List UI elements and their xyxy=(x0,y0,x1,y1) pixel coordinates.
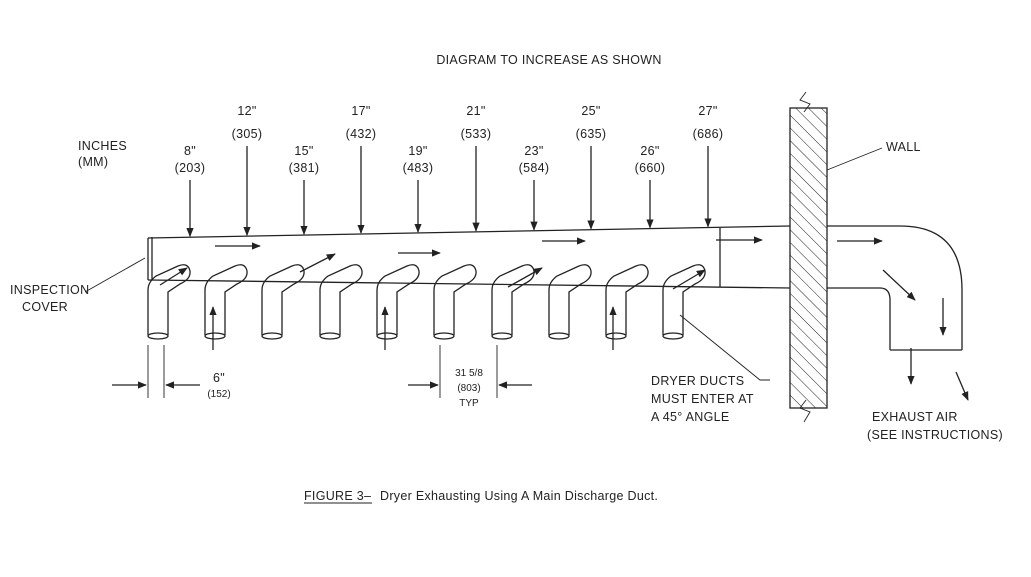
dryer-inlet-duct xyxy=(548,264,592,335)
flow-arrow xyxy=(299,253,336,273)
flow-arrow xyxy=(507,267,543,288)
dryer-inlet-duct xyxy=(319,264,363,335)
diameter-inches-label: 8" xyxy=(184,144,196,158)
figure-caption-text: Dryer Exhausting Using A Main Discharge … xyxy=(380,489,658,503)
diameter-mm-label: (635) xyxy=(576,127,607,141)
diameter-inches-label: 21" xyxy=(466,104,485,118)
inspection-label-1: INSPECTION xyxy=(10,283,89,297)
main-discharge-duct xyxy=(147,225,791,289)
dryer-inlet-duct xyxy=(605,264,649,335)
exhaust-label-1: EXHAUST AIR xyxy=(872,410,958,424)
diameter-labels: 8" (203) 12" (305) 15" (381) 17" (432) 19" (483) 2… xyxy=(175,104,724,175)
spacing-note: TYP xyxy=(459,398,479,409)
exhaust-label-2: (SEE INSTRUCTIONS) xyxy=(867,428,1003,442)
diameter-mm-label: (686) xyxy=(693,127,724,141)
dryer-inlet-duct xyxy=(204,264,248,335)
dryer-inlet-duct xyxy=(662,264,706,335)
duct-opening xyxy=(662,332,684,340)
dryer-inlet-duct xyxy=(433,264,477,335)
wall-label: WALL xyxy=(886,140,921,154)
duct-opening xyxy=(319,332,341,340)
duct-opening xyxy=(605,332,627,340)
flow-arrows xyxy=(159,236,883,350)
duct-opening xyxy=(147,332,169,340)
inspection-leader xyxy=(84,257,146,293)
duct-bottom-edge xyxy=(147,279,791,289)
flow-arrow xyxy=(672,269,706,290)
dryer-note-3: A 45° ANGLE xyxy=(651,410,729,424)
duct-opening xyxy=(548,332,570,340)
elbow-inner xyxy=(827,287,891,350)
diameter-mm-label: (584) xyxy=(519,161,550,175)
dryer-inlet-duct xyxy=(491,264,535,335)
duct-opening xyxy=(491,332,513,340)
wall-break-top xyxy=(799,91,811,113)
dryer-inlet-ducts xyxy=(147,264,706,340)
figure-caption-prefix: FIGURE 3– xyxy=(304,489,371,503)
diameter-mm-label: (533) xyxy=(461,127,492,141)
diameter-inches-label: 27" xyxy=(698,104,717,118)
dryer-inlet-duct xyxy=(376,264,420,335)
gap-dimension-mm: (152) xyxy=(207,389,230,400)
flow-arrow xyxy=(882,269,916,301)
gap-dimension-label: 6" xyxy=(213,371,225,385)
dryer-note-leader xyxy=(679,314,770,381)
flow-arrow xyxy=(955,371,969,401)
inspection-label-2: COVER xyxy=(22,300,68,314)
spacing-dimension xyxy=(408,345,532,398)
diameter-inches-label: 17" xyxy=(351,104,370,118)
diameter-mm-label: (432) xyxy=(346,127,377,141)
dryer-note-1: DRYER DUCTS xyxy=(651,374,744,388)
diameter-inches-label: 26" xyxy=(640,144,659,158)
dryer-inlet-duct xyxy=(261,264,305,335)
diagram-heading: DIAGRAM TO INCREASE AS SHOWN xyxy=(436,53,661,67)
diameter-mm-label: (381) xyxy=(289,161,320,175)
wall-break-bottom xyxy=(799,399,811,423)
units-label-mm: (MM) xyxy=(78,155,108,169)
wall-leader xyxy=(826,147,883,171)
diameter-mm-label: (203) xyxy=(175,161,206,175)
wall-section xyxy=(789,107,828,409)
diameter-mm-label: (483) xyxy=(403,161,434,175)
duct-opening xyxy=(204,332,226,340)
duct-opening xyxy=(261,332,283,340)
dryer-note-2: MUST ENTER AT xyxy=(651,392,754,406)
wall xyxy=(789,91,883,423)
dryer-inlet-duct xyxy=(147,264,191,335)
diameter-inches-label: 23" xyxy=(524,144,543,158)
gap-dimension xyxy=(112,345,200,398)
duct-opening xyxy=(376,332,398,340)
diameter-arrows xyxy=(186,146,712,238)
diameter-inches-label: 19" xyxy=(408,144,427,158)
spacing-dimension-label: 31 5/8 xyxy=(455,368,483,379)
spacing-dimension-mm: (803) xyxy=(457,383,480,394)
duct-opening xyxy=(433,332,455,340)
elbow-outer xyxy=(827,225,963,350)
diameter-mm-label: (660) xyxy=(635,161,666,175)
flow-arrow xyxy=(159,267,188,286)
diameter-inches-label: 15" xyxy=(294,144,313,158)
diameter-mm-label: (305) xyxy=(232,127,263,141)
units-label-inches: INCHES xyxy=(78,139,127,153)
diameter-inches-label: 25" xyxy=(581,104,600,118)
diameter-inches-label: 12" xyxy=(237,104,256,118)
duct-top-edge xyxy=(147,225,791,239)
exhaust-elbow xyxy=(827,225,969,401)
